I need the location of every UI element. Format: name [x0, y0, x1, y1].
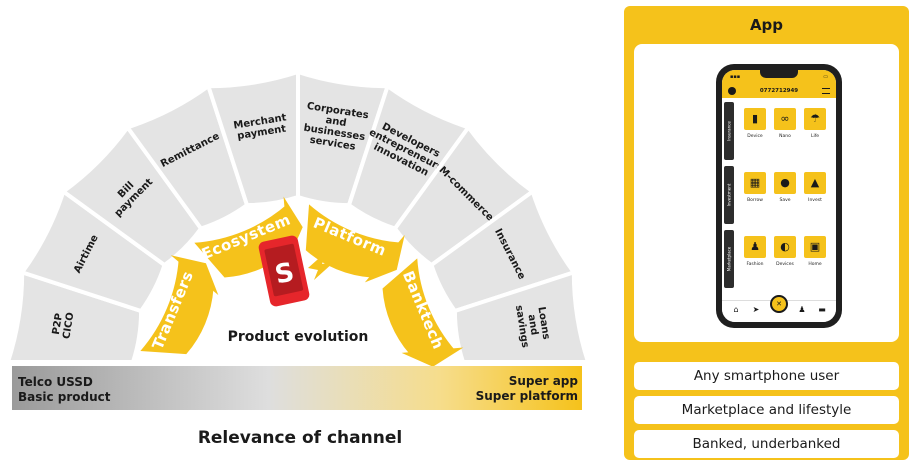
segment-label: P2PCICO: [50, 310, 76, 340]
channel-segments: P2PCICOAirtimeBillpaymentRemittanceMerch…: [5, 69, 591, 364]
home-icon: ⌂: [733, 305, 739, 314]
tile-label: Save: [779, 198, 791, 203]
user-icon: ♟: [798, 305, 806, 314]
wallet-icon: ▬: [818, 305, 826, 314]
phone-app-header: 0772712949: [722, 84, 836, 98]
relevance-gradient-bar: [12, 366, 582, 410]
band-platform: [305, 204, 402, 278]
phone-logo-icon: S: [258, 235, 334, 307]
tile-label: Home: [808, 262, 822, 267]
phone-side-tab: Marketplace: [724, 230, 734, 288]
segment-10: [452, 269, 591, 364]
phone-tile-home: ▣: [804, 236, 826, 258]
battery-icon: ▭: [823, 74, 828, 80]
tile-icon: ▦: [749, 176, 761, 189]
bar-right-label: Super app Super platform: [475, 374, 578, 403]
menu-icon: [822, 88, 830, 94]
phone-notch: [760, 70, 798, 78]
tile-label: Device: [747, 134, 763, 139]
phone-side-tab: Investment: [724, 166, 734, 224]
tile-icon: ♟: [750, 240, 760, 253]
band-arrow-head: [364, 234, 405, 283]
phone-tile-device: ▮: [744, 108, 766, 130]
tile-label: Nano: [779, 134, 791, 139]
tile-label: Fashion: [746, 262, 764, 267]
scan-icon: ✕: [770, 295, 788, 313]
phone-nav-bar: ⌂ ➤ ✕ ♟ ▬: [722, 295, 836, 322]
band-arrow-head: [401, 347, 464, 367]
offering-pill: Marketplace and lifestyle: [634, 396, 899, 424]
phone-tile-borrow: ▦: [744, 172, 766, 194]
tile-label: Invest: [808, 198, 822, 203]
band-banktech: [382, 258, 456, 355]
band-transfers: [140, 258, 214, 355]
tile-icon: ▲: [810, 176, 820, 189]
phone-tile-devices: ◐: [774, 236, 796, 258]
segment-pill: Banked, underbanked: [634, 430, 899, 458]
footer-title: Relevance of channel: [197, 428, 403, 448]
bar-left-label: Telco USSD Basic product: [18, 375, 111, 404]
tile-icon: ☂: [810, 112, 820, 125]
tile-icon: ◐: [780, 240, 790, 253]
phone-tile-fashion: ♟: [744, 236, 766, 258]
tile-icon: ▣: [809, 240, 821, 253]
tile-icon: ∞: [780, 112, 790, 125]
center-label: Product evolution: [228, 329, 369, 345]
audience-pill: Any smartphone user: [634, 362, 899, 390]
tile-label: Borrow: [747, 198, 763, 203]
phone-tile-life: ☂: [804, 108, 826, 130]
phone-tile-save: ●: [774, 172, 796, 194]
band-arrow-head: [170, 255, 219, 296]
phone-tile-nano: ∞: [774, 108, 796, 130]
phone-number: 0772712949: [759, 88, 799, 94]
tile-label: Devices: [776, 262, 794, 267]
avatar: [728, 87, 736, 95]
tile-label: Life: [810, 134, 820, 139]
status-signal-icon: ▪▪▪: [730, 74, 741, 80]
phone-tile-invest: ▲: [804, 172, 826, 194]
send-icon: ➤: [752, 305, 760, 314]
tile-icon: ●: [780, 176, 790, 189]
product-evolution-diagram: P2PCICOAirtimeBillpaymentRemittanceMerch…: [5, 69, 591, 367]
tile-icon: ▮: [751, 112, 759, 125]
app-title: App: [749, 16, 784, 34]
phone-side-tab: Insurance: [724, 102, 734, 160]
